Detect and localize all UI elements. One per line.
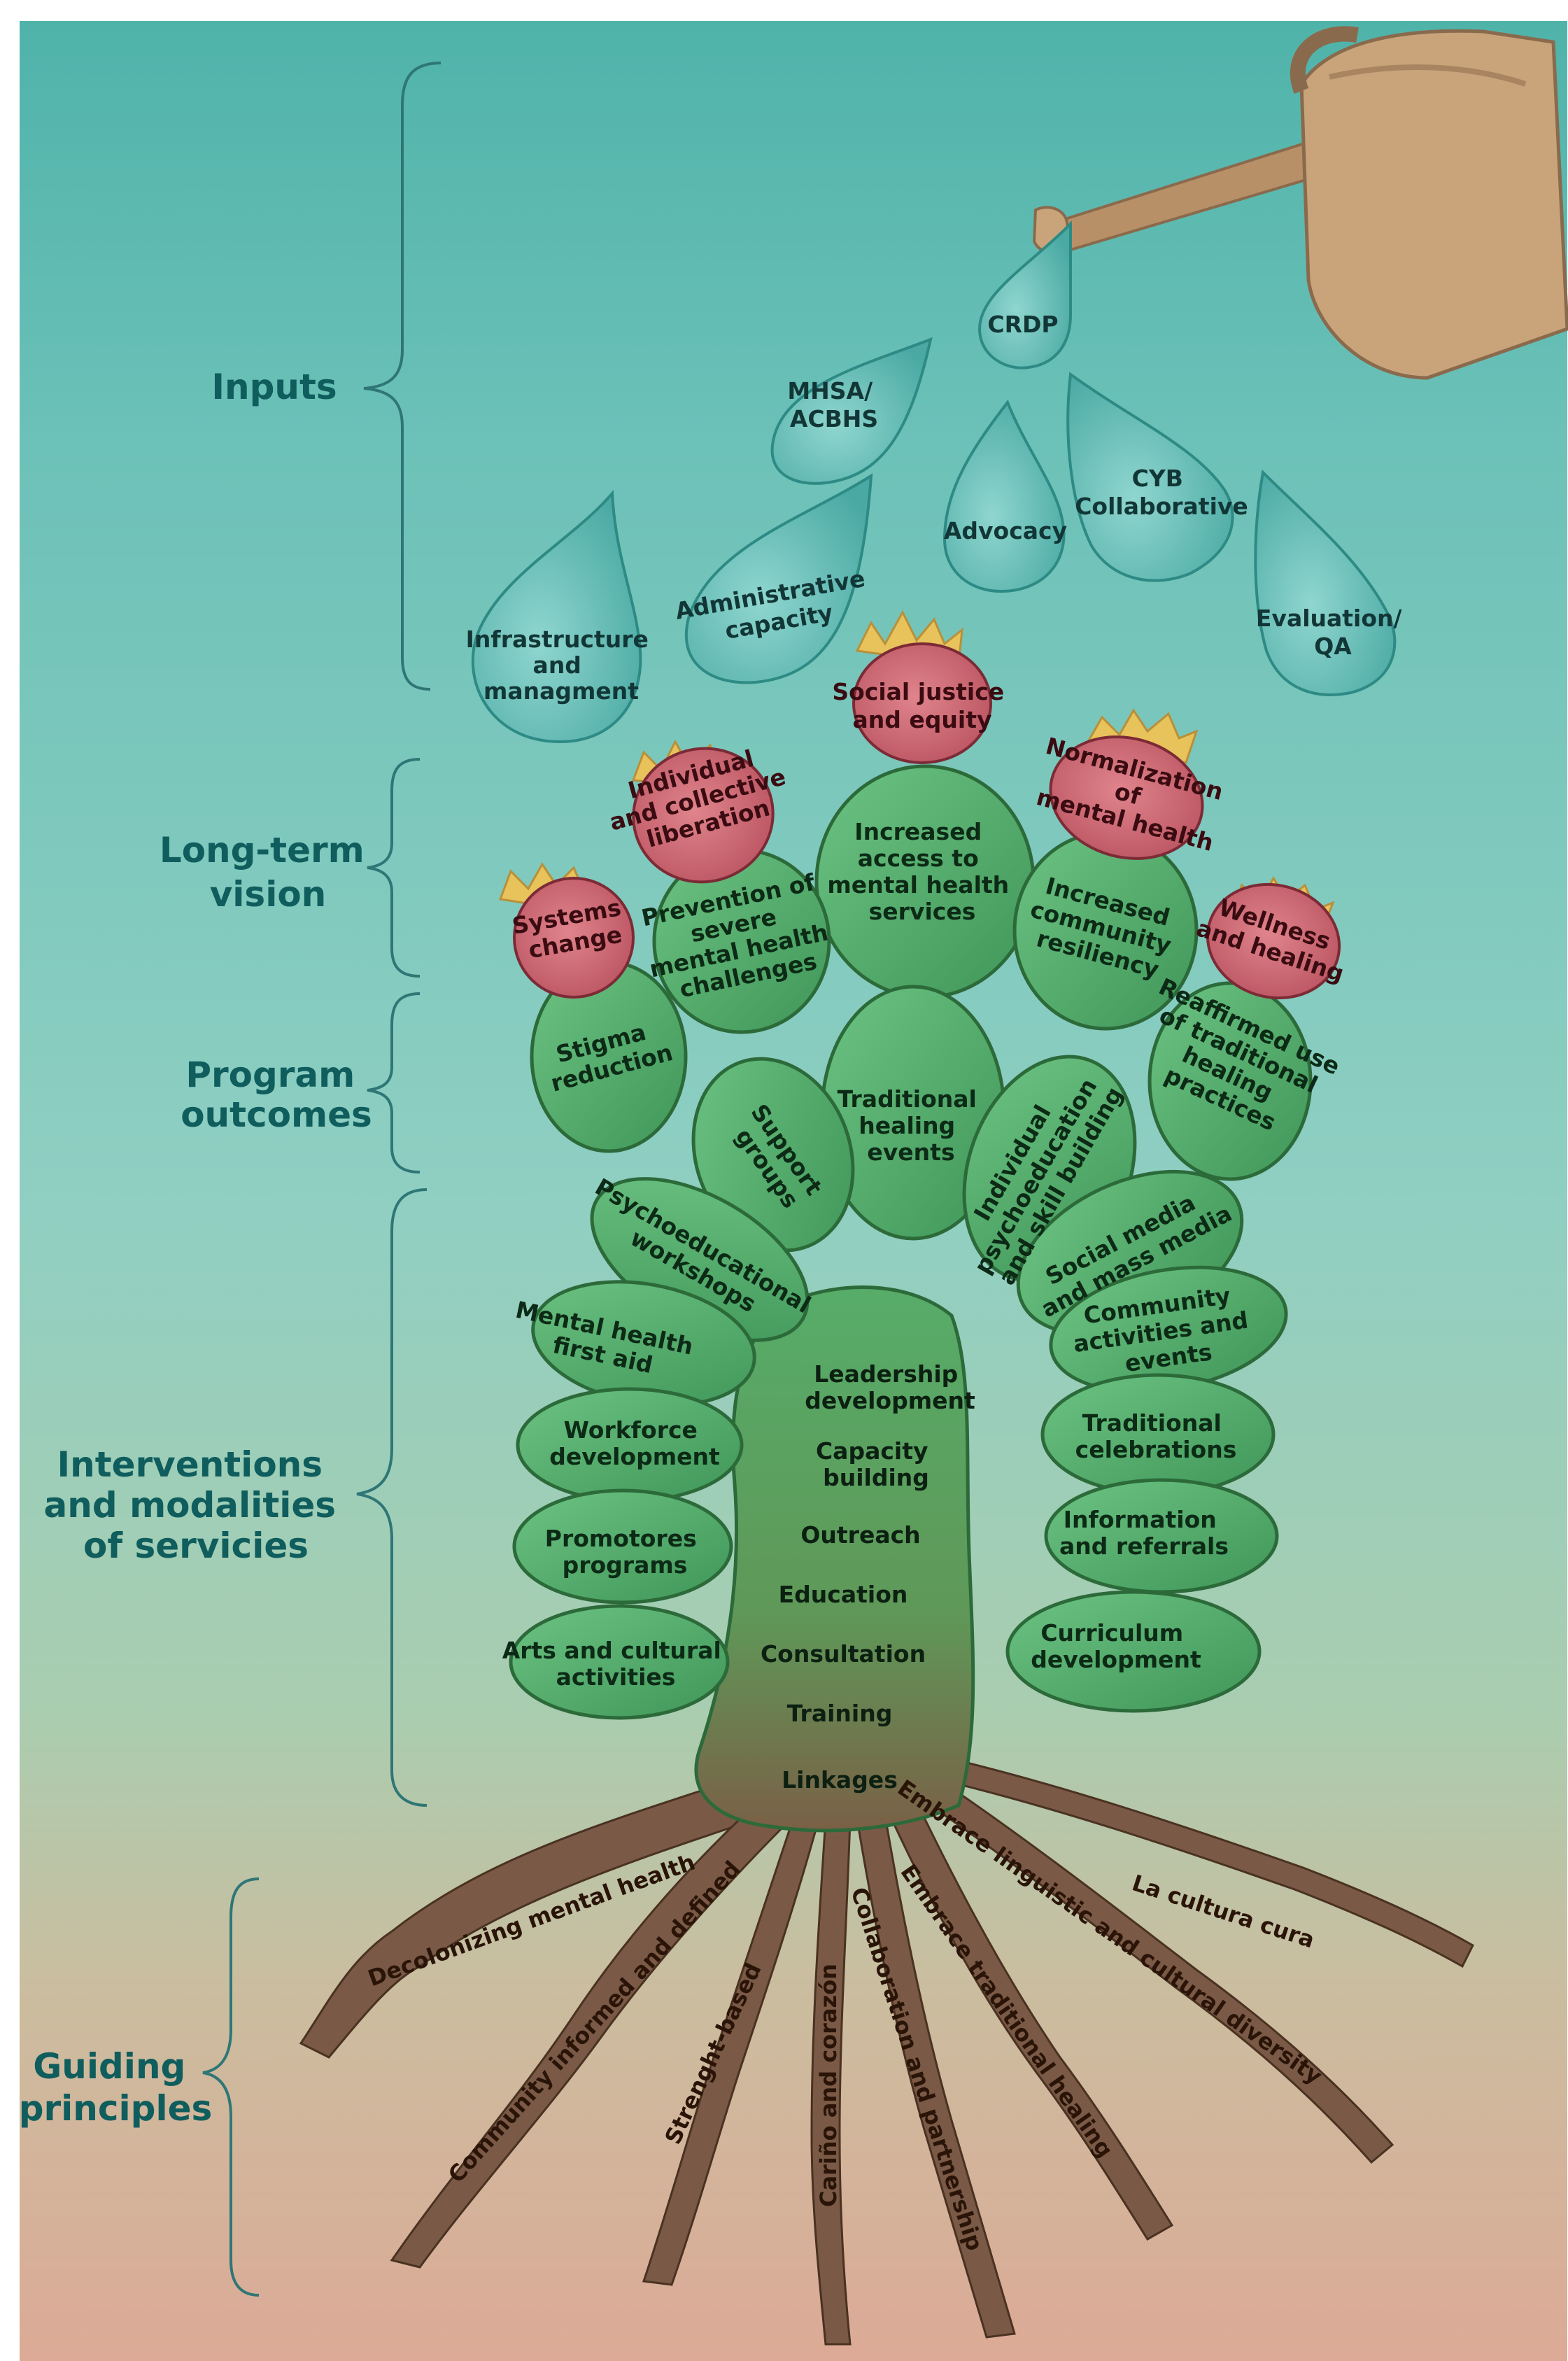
- intervention-label-promotores: Promotores programs: [545, 1525, 705, 1579]
- trunk-label-capacity: Capacity building: [816, 1437, 936, 1491]
- intervention-label-information-referrals: Information and referrals: [1059, 1506, 1229, 1560]
- fruit-label-liberation: Individual and collective liberation: [600, 735, 803, 861]
- drop-cyb: [1066, 372, 1234, 582]
- fruit-liberation: [632, 747, 775, 884]
- fruit-systems-change: [513, 877, 635, 999]
- pad-promotores: [512, 1488, 733, 1605]
- drop-mhsa: [770, 337, 933, 485]
- pad-curriculum: [1005, 1590, 1262, 1713]
- trunk-label-leadership: Leadership development: [805, 1360, 975, 1414]
- drop-infra: [472, 489, 642, 744]
- fruit-wellness: [1206, 882, 1341, 1000]
- drop-label-evaluation: Evaluation/ QA: [1256, 605, 1410, 660]
- pad-arts-cultural: [509, 1604, 730, 1720]
- section-label-long-term-vision: Long-term vision: [160, 830, 376, 915]
- intervention-label-curriculum: Curriculum development: [1031, 1619, 1201, 1673]
- cactus-trunk: [694, 1285, 975, 1833]
- pad-reaffirmed: [1147, 981, 1313, 1181]
- drop-evaluation: [1254, 469, 1397, 696]
- intervention-label-traditional-celebrations: Traditional celebrations: [1075, 1409, 1237, 1463]
- outcome-label-increased-access: Increased access to mental health servic…: [827, 818, 1017, 925]
- pad-support-groups: [691, 1057, 855, 1253]
- trunk-label-consultation: Consultation: [761, 1640, 926, 1668]
- roots: [299, 1755, 1474, 2346]
- fruit-label-social-justice: Social justice and equity: [832, 678, 1012, 733]
- trunk-label-education: Education: [779, 1581, 908, 1608]
- drop-label-mhsa: MHSA/ ACBHS: [787, 377, 880, 432]
- intervention-label-workforce: Workforce development: [549, 1416, 720, 1470]
- drop-crdp: [977, 220, 1072, 369]
- trunk-label-training: Training: [787, 1700, 893, 1727]
- intervention-label-community-activities: Community activities and events: [1068, 1278, 1262, 1384]
- fruits: [513, 642, 1341, 1000]
- trunk-label-linkages: Linkages: [782, 1766, 898, 1793]
- drop-label-cyb: CYB Collaborative: [1075, 465, 1248, 520]
- section-label-program-outcomes: Program outcomes: [181, 1055, 372, 1135]
- drop-label-infra: Infrastructure and managment: [466, 626, 657, 705]
- trunk-label-outreach: Outreach: [800, 1521, 920, 1549]
- section-label-inputs: Inputs: [211, 367, 337, 407]
- section-braces: [202, 62, 442, 2297]
- cactus-pads: [509, 764, 1313, 1720]
- principle-carino: Cariño and corazón: [815, 1964, 842, 2207]
- drop-label-advocacy: Advocacy: [944, 517, 1067, 544]
- input-drops: [472, 220, 1397, 744]
- watering-can-icon: [1032, 26, 1568, 380]
- section-label-guiding-principles: Guiding principles: [19, 2046, 213, 2129]
- drop-label-crdp: CRDP: [987, 311, 1058, 338]
- fruit-social-justice: [852, 642, 992, 764]
- intervention-label-arts-cultural: Arts and cultural activities: [502, 1637, 730, 1691]
- section-label-interventions: Interventions and modalities of servicie…: [44, 1444, 348, 1566]
- drop-advocacy: [942, 400, 1066, 593]
- drop-admin: [684, 473, 873, 684]
- fruit-normalization: [1049, 735, 1204, 860]
- intervention-label-traditional-healing-events: Traditional healing events: [838, 1085, 985, 1166]
